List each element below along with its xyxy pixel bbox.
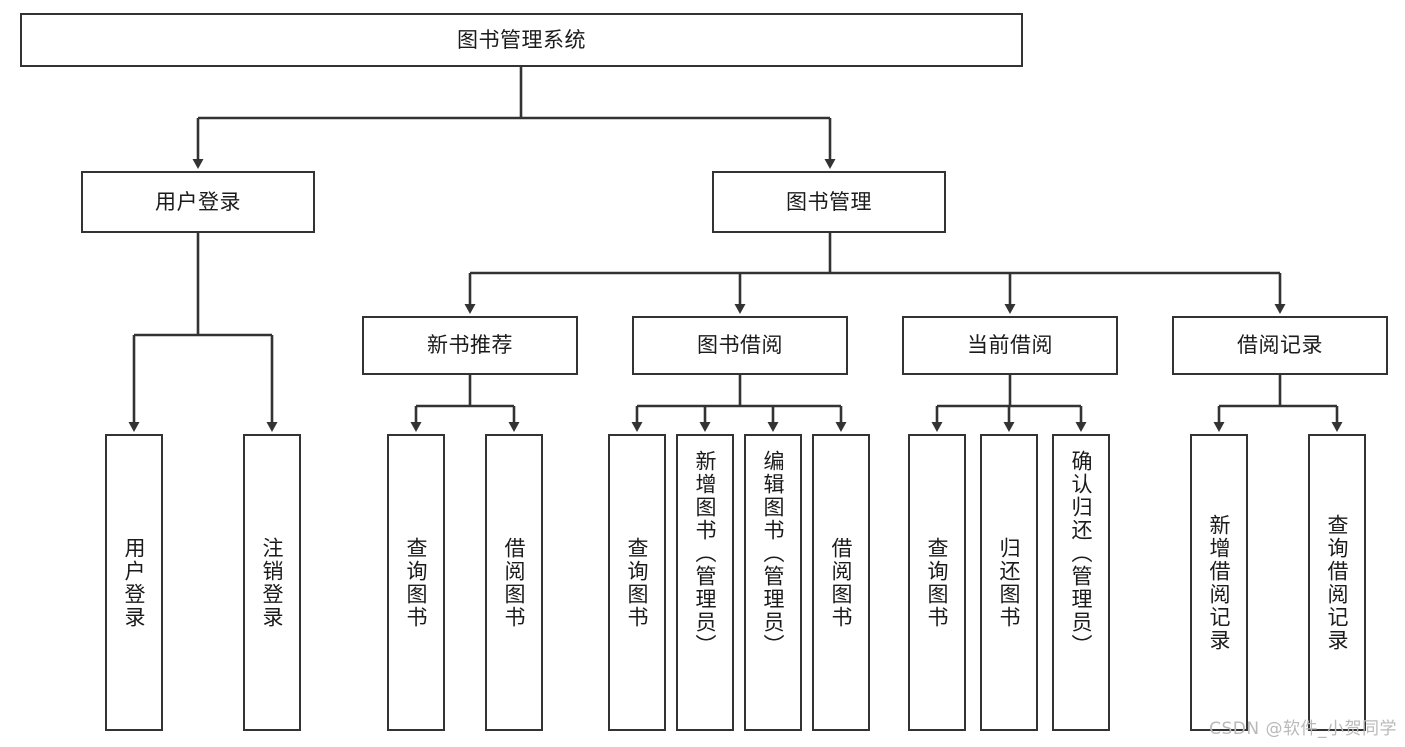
node-leaf-logout[interactable]: 注销登录 <box>243 434 301 731</box>
watermark: CSDN @软件_小贺同学 <box>1209 719 1397 739</box>
node-leaf-add-record[interactable]: 新增借阅记录 <box>1190 434 1248 731</box>
node-leaf-borrow-book-2[interactable]: 借阅图书 <box>812 434 870 731</box>
node-leaf-edit-book[interactable]: 编辑图书（管理员） <box>744 434 802 731</box>
node-user-login-label: 用户登录 <box>155 189 241 214</box>
node-leaf-add-book-label: 新增图书（管理员） <box>693 450 718 657</box>
node-leaf-return-book[interactable]: 归还图书 <box>980 434 1038 731</box>
node-leaf-query-record[interactable]: 查询借阅记录 <box>1308 434 1366 731</box>
node-new-book-rec[interactable]: 新书推荐 <box>362 316 578 375</box>
node-current-borrow-label: 当前借阅 <box>967 333 1053 358</box>
node-book-borrow-label: 图书借阅 <box>697 333 783 358</box>
node-leaf-user-login-label: 用户登录 <box>122 536 147 629</box>
node-leaf-borrow-book-2-label: 借阅图书 <box>829 536 854 629</box>
node-borrow-record[interactable]: 借阅记录 <box>1172 316 1388 375</box>
node-user-login[interactable]: 用户登录 <box>81 171 315 233</box>
node-leaf-query-book-2[interactable]: 查询图书 <box>608 434 666 731</box>
node-borrow-record-label: 借阅记录 <box>1237 333 1323 358</box>
node-leaf-query-book-2-label: 查询图书 <box>625 536 650 629</box>
node-leaf-edit-book-label: 编辑图书（管理员） <box>761 450 786 657</box>
node-root-label: 图书管理系统 <box>457 27 586 52</box>
node-root[interactable]: 图书管理系统 <box>20 13 1023 67</box>
node-current-borrow[interactable]: 当前借阅 <box>902 316 1118 375</box>
node-leaf-borrow-book-1-label: 借阅图书 <box>502 536 527 629</box>
node-new-book-rec-label: 新书推荐 <box>427 333 513 358</box>
node-leaf-borrow-book-1[interactable]: 借阅图书 <box>485 434 543 731</box>
node-leaf-query-record-label: 查询借阅记录 <box>1325 513 1350 652</box>
node-leaf-return-book-label: 归还图书 <box>997 536 1022 629</box>
node-leaf-query-book-1[interactable]: 查询图书 <box>387 434 445 731</box>
node-leaf-query-book-3[interactable]: 查询图书 <box>908 434 966 731</box>
node-leaf-query-book-1-label: 查询图书 <box>404 536 429 629</box>
node-leaf-add-book[interactable]: 新增图书（管理员） <box>676 434 734 731</box>
node-leaf-confirm-return[interactable]: 确认归还（管理员） <box>1052 434 1110 731</box>
node-leaf-query-book-3-label: 查询图书 <box>925 536 950 629</box>
node-leaf-user-login[interactable]: 用户登录 <box>105 434 163 731</box>
node-leaf-confirm-return-label: 确认归还（管理员） <box>1069 450 1094 657</box>
node-book-manage-label: 图书管理 <box>786 189 872 214</box>
node-book-manage[interactable]: 图书管理 <box>712 171 946 233</box>
node-book-borrow[interactable]: 图书借阅 <box>632 316 848 375</box>
node-leaf-logout-label: 注销登录 <box>260 536 285 629</box>
node-leaf-add-record-label: 新增借阅记录 <box>1207 513 1232 652</box>
